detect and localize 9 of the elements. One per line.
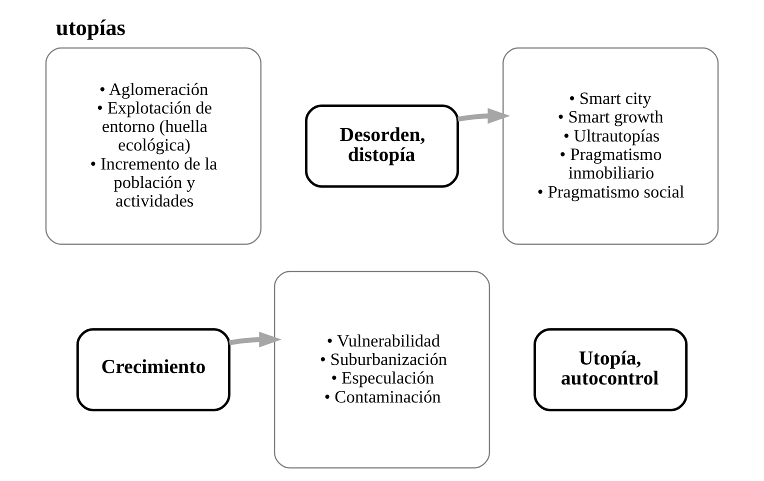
diagram-title: utopías <box>56 14 126 40</box>
node-box: • Smart city • Smart growth • Ultrautopías • Pragmatismo inmobiliario • Pragmatismo social <box>502 47 719 245</box>
arrow <box>457 108 510 124</box>
node-box: Crecimiento <box>76 328 230 412</box>
arrow <box>228 332 282 348</box>
node-box: • Vulnerabilidad • Suburbanización • Especulación • Contaminación <box>274 270 490 468</box>
node-box: Utopía, autocontrol <box>534 328 688 412</box>
node-box: Desorden, distopía <box>304 104 460 188</box>
node-box: • Aglomeración • Explotación de entorno (huella ecológica) • Incremento de la población y actividades <box>45 47 262 245</box>
